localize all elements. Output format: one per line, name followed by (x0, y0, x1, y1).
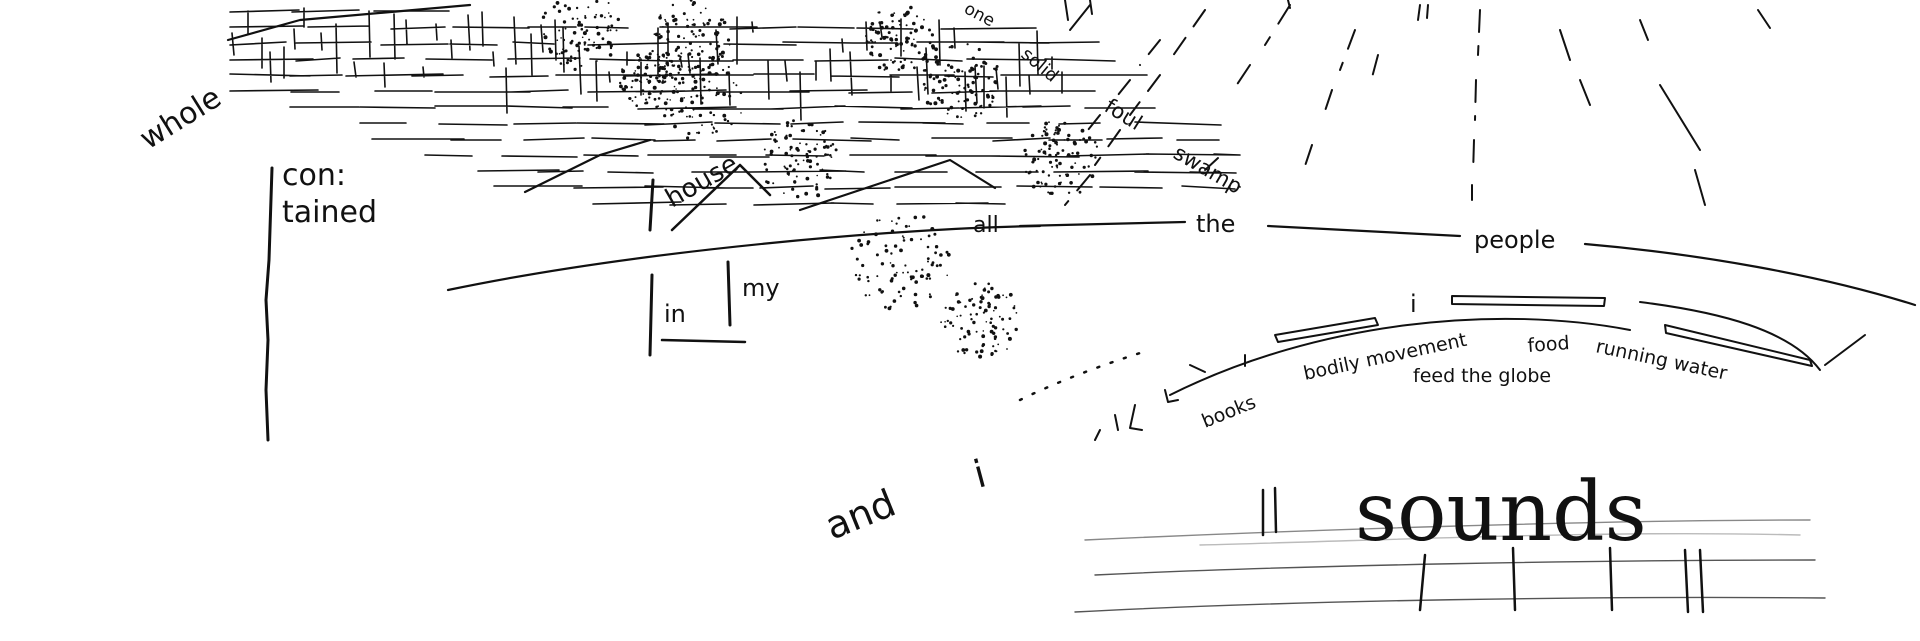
word-i-upper: i (1410, 290, 1417, 318)
word-solid: solid (1017, 44, 1063, 87)
light-rays (1064, 0, 1771, 206)
horizon-curve-seg-4 (1583, 242, 1917, 307)
stroke-top (1089, 0, 1093, 15)
horizon-curve (446, 224, 1042, 292)
word-food: food (1527, 332, 1570, 357)
horizon-curve-seg-3 (1266, 224, 1462, 238)
word-my: my (742, 274, 780, 302)
bar-right (1664, 324, 1813, 367)
lower-arc-right (1639, 301, 1821, 371)
bar-left (1274, 317, 1379, 343)
word-whole: whole (134, 80, 228, 157)
music-staff (1074, 519, 1826, 613)
roof-line-left (523, 138, 652, 194)
in-underline (660, 338, 747, 344)
word-feed-the-globe: feed the globe (1413, 365, 1551, 387)
staff-bars (1261, 486, 1705, 614)
in-bracket-left (648, 273, 654, 357)
word-tained: tained (282, 195, 377, 230)
word-one: one (961, 0, 998, 31)
word-foul: foul (1100, 94, 1146, 135)
dash-mark (1204, 157, 1219, 171)
house-bracket (648, 178, 655, 232)
word-the: the (1196, 210, 1235, 238)
roof-line-house (670, 163, 772, 232)
word-all: all (973, 213, 999, 238)
word-i-lower: i (969, 451, 991, 496)
word-in: in (664, 300, 686, 328)
lower-arc-tick (1824, 334, 1866, 366)
lower-arc (1169, 317, 1631, 396)
bracket-marks (1094, 354, 1246, 441)
stipple-dots (541, 0, 1098, 359)
contained-bracket (264, 166, 274, 442)
roof-line-right (798, 158, 997, 212)
bar-mid (1451, 295, 1606, 307)
word-books: books (1199, 391, 1259, 432)
word-people: people (1474, 226, 1555, 254)
horizon-curve-seg-2 (1018, 220, 1187, 228)
word-and: and (819, 481, 902, 549)
roof-line-top (226, 3, 472, 42)
word-sounds: sounds (1355, 465, 1647, 560)
word-con: con: (282, 158, 346, 193)
lower-arc-dotted (1018, 348, 1152, 402)
in-bracket-right (726, 260, 732, 327)
word-swamp: swamp (1170, 141, 1247, 199)
